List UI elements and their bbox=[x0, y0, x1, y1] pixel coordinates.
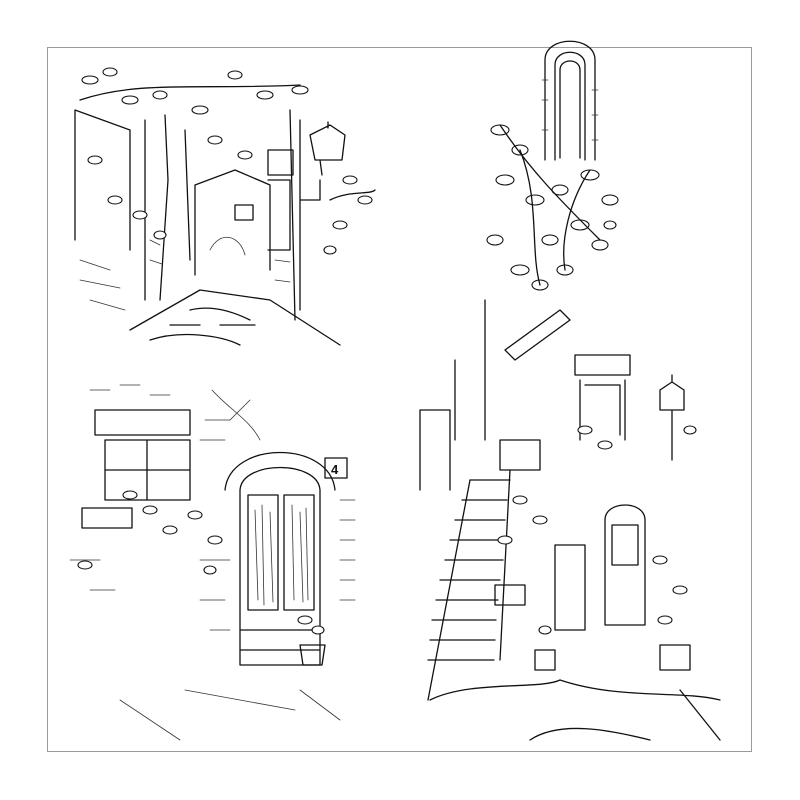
house-number-plaque: 4 bbox=[331, 462, 339, 477]
door-sketch: 4 bbox=[69, 384, 356, 741]
stairway-sketch bbox=[419, 299, 721, 741]
arched-window-sketch bbox=[486, 40, 619, 291]
alley-sketch bbox=[74, 67, 376, 346]
picture-frame bbox=[47, 47, 752, 752]
